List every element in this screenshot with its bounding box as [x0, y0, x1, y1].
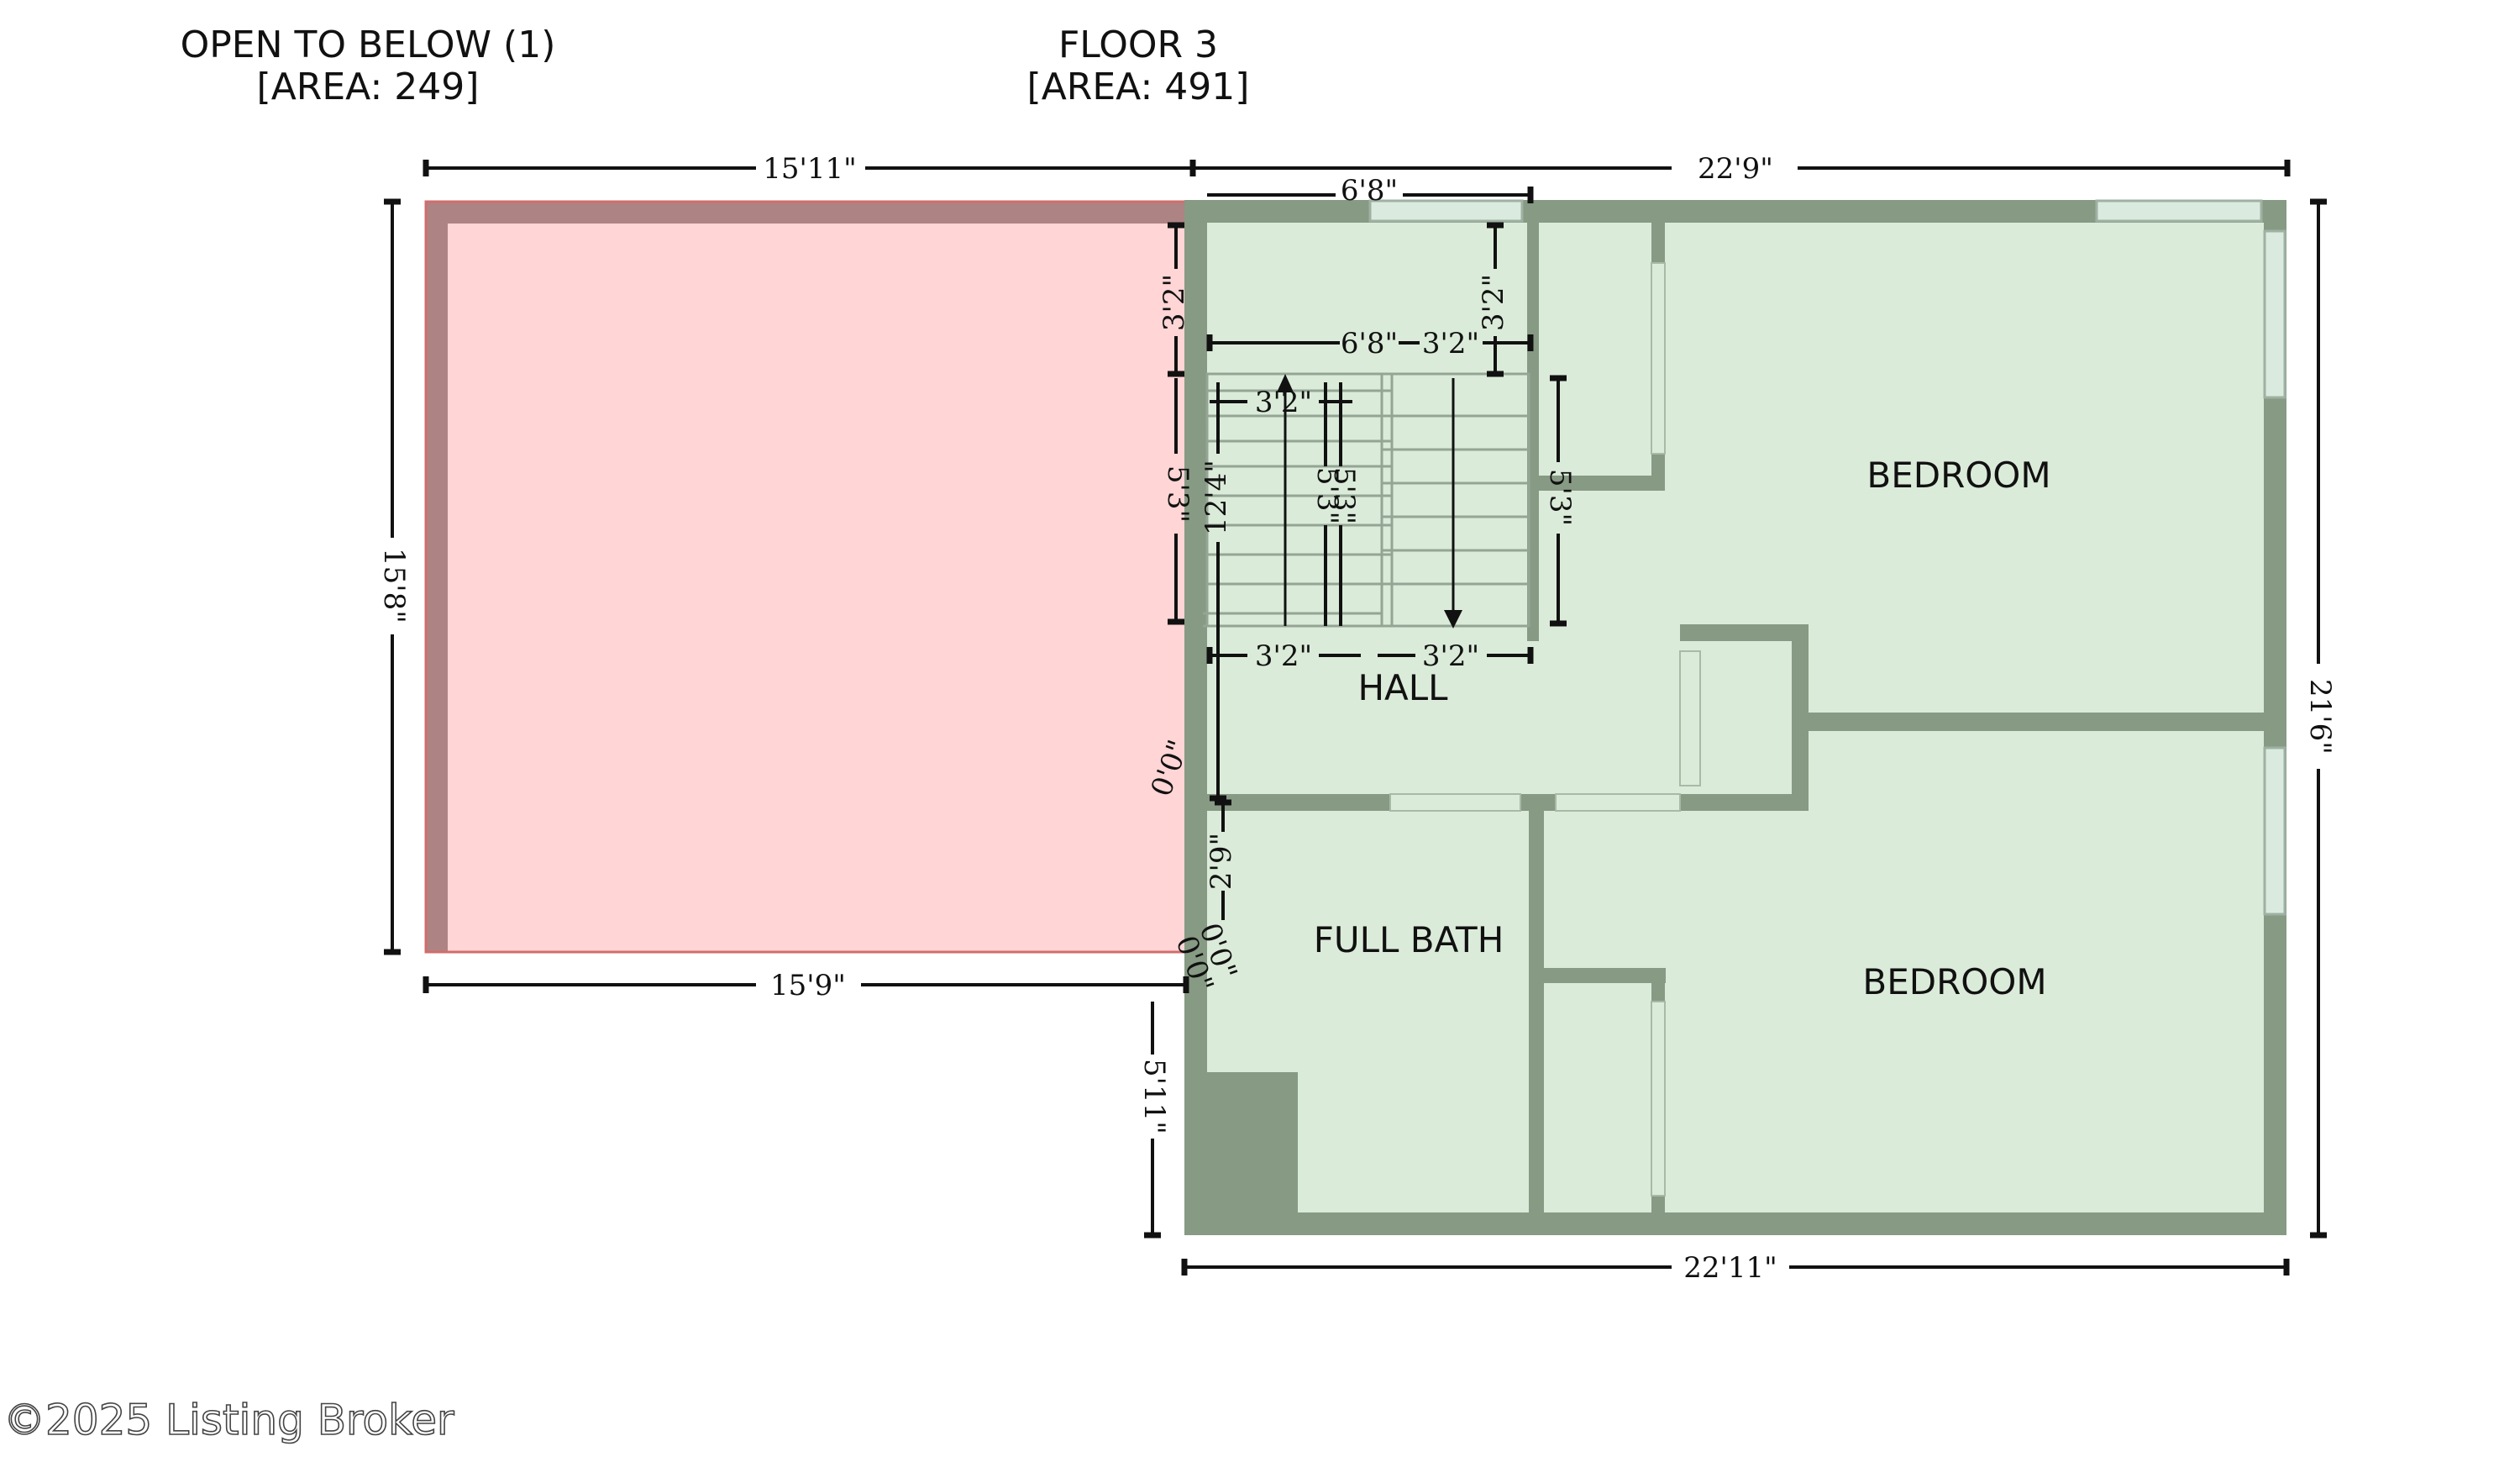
outer-dimensions: 15'11" 22'9" 15'8" 15'9" 21'6" 22'11": [377, 152, 2337, 1285]
dim-left-open: 15'8": [377, 548, 411, 623]
floor-title: FLOOR 3: [1058, 24, 1218, 66]
floor-area: [AREA: 491]: [1027, 66, 1250, 108]
dim-stair-mid-small: 3'2": [1422, 327, 1479, 360]
closet-upper-stub-top: [1651, 223, 1665, 263]
room-label-hall: HALL: [1357, 667, 1448, 708]
room-label-bedroom-upper: BEDROOM: [1866, 455, 2050, 496]
window-hall-top: [1368, 199, 1524, 223]
linen-bottom-wall: [1680, 794, 1809, 811]
dim-stair-left-mid-v: 5'3": [1161, 465, 1194, 523]
staircase: [1203, 372, 1530, 629]
plan-headers: OPEN TO BELOW (1) [AREA: 249] FLOOR 3 [A…: [181, 24, 1250, 108]
dim-stair-bottom-r: 3'2": [1422, 639, 1479, 673]
dim-stair-mid-w: 6'8": [1341, 327, 1398, 360]
open-below-area: [AREA: 249]: [257, 66, 480, 108]
dim-stair-top-right-v: 3'2": [1477, 274, 1510, 331]
dim-stair-right-v: 5'3": [1543, 469, 1577, 526]
dim-top-open: 15'11": [763, 152, 857, 186]
window-bedroom-top: [2095, 199, 2263, 223]
dim-stair-bottom-l: 3'2": [1255, 639, 1312, 673]
closet-upper-stub-bottom: [1651, 454, 1665, 491]
linen-door-opening: [1679, 650, 1701, 786]
dim-stair-run-v: 12'4": [1200, 460, 1233, 535]
dim-right-floor: 21'6": [2303, 679, 2337, 755]
bath-top-wall-mid: [1520, 794, 1556, 811]
stair-down-arrow-icon: [1444, 610, 1462, 629]
closet-upper-bottom-wall: [1539, 476, 1663, 491]
linen-right-wall: [1792, 624, 1809, 811]
open-below-title: OPEN TO BELOW (1): [181, 24, 556, 66]
bath-corner-block: [1207, 1072, 1298, 1212]
closet-lower-stub-bottom: [1651, 1196, 1665, 1212]
closet-lower-stub-top: [1651, 968, 1665, 1002]
bath-top-wall-left: [1207, 794, 1390, 811]
dim-bath-left: 5'11": [1137, 1059, 1171, 1134]
closet-upper-door-opening: [1651, 262, 1666, 455]
dim-stair-inner-w: 3'2": [1255, 386, 1312, 419]
open-to-below-region: [424, 200, 1194, 954]
bath-door-opening: [1389, 793, 1521, 812]
open-below-fill: [448, 224, 1193, 952]
room-label-full-bath: FULL BATH: [1314, 919, 1504, 960]
dim-top-floor: 22'9": [1698, 152, 1773, 186]
room-labels: BEDROOM BEDROOM HALL FULL BATH: [1314, 455, 2051, 1002]
bedrooms-divider-wall: [1809, 713, 2264, 731]
floor-3-region: [1184, 199, 2286, 1235]
copyright-watermark: ©2025 Listing Broker: [3, 1396, 454, 1444]
linen-top-wall: [1680, 624, 1809, 641]
stair-down-run: [1380, 372, 1530, 628]
dim-stair-center-a: 5'3": [1310, 467, 1344, 524]
dim-bath-top-v: 2'9": [1205, 833, 1238, 890]
closet-lower-top-wall: [1544, 968, 1666, 983]
closet-lower-door-opening: [1651, 1001, 1666, 1197]
interior-dimensions: 6'8" 6'8" 3'2" 3'2" 3'2" 5'3" 3'2" 12: [1145, 174, 1577, 997]
dim-stair-center-b: 5'3": [1327, 467, 1361, 524]
dim-bottom-open: 15'9": [770, 969, 846, 1002]
dim-stair-top-w: 6'8": [1341, 174, 1398, 208]
bath-right-wall: [1529, 811, 1544, 1212]
bedroom-door-opening: [1555, 793, 1681, 812]
dim-stair-left-top-v: 3'2": [1158, 274, 1191, 331]
stair-up-arrow-icon: [1277, 374, 1294, 392]
room-label-bedroom-lower: BEDROOM: [1862, 961, 2046, 1002]
window-bedroom-lower-right: [2263, 746, 2286, 916]
dim-bottom-floor: 22'11": [1683, 1251, 1777, 1285]
window-bedroom-upper-right: [2263, 229, 2286, 399]
